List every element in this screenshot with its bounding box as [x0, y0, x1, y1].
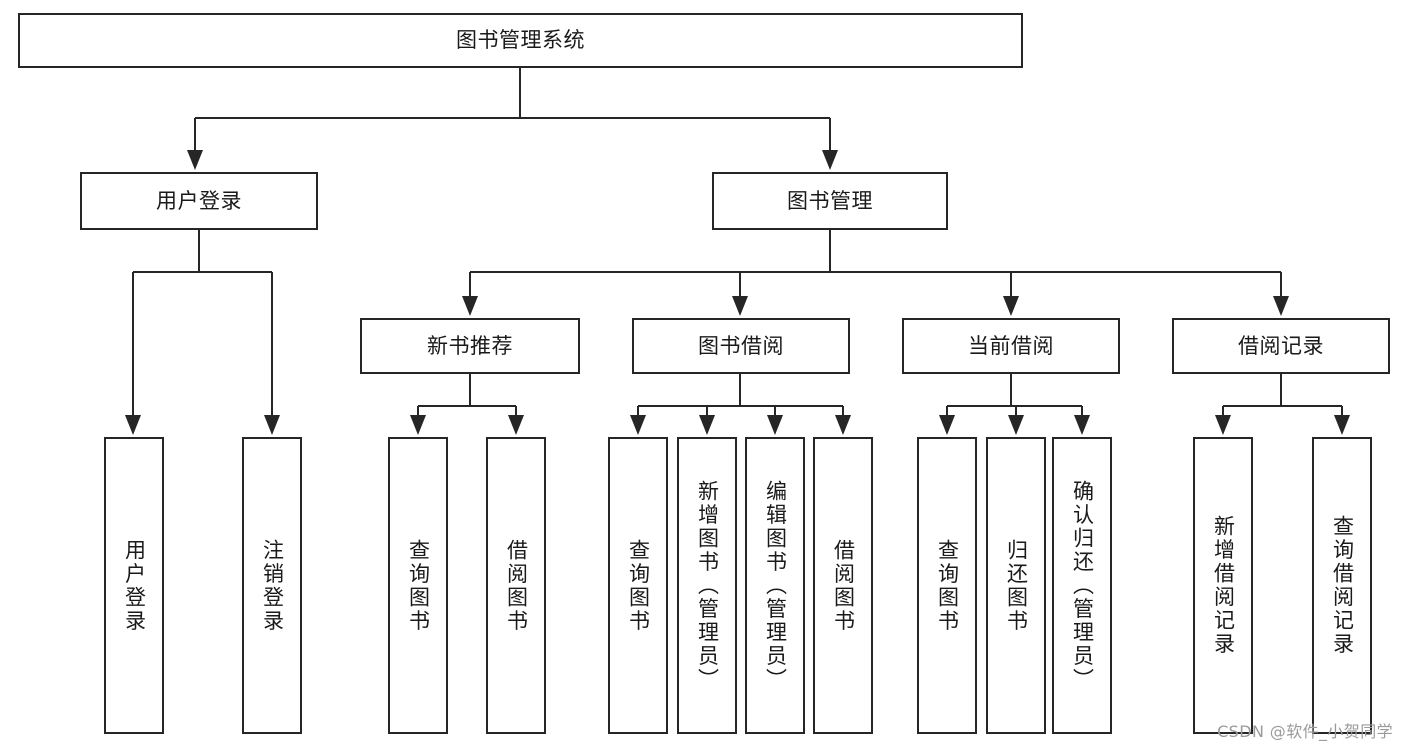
node-label: 图书管理系统	[456, 28, 585, 53]
node-label: 借阅图书	[831, 538, 856, 633]
node-label: 图书借阅	[698, 333, 784, 358]
node-label: 当前借阅	[968, 333, 1054, 358]
node-leaf-query-book-3[interactable]: 查询图书	[917, 437, 977, 734]
node-leaf-query-book-2[interactable]: 查询图书	[608, 437, 668, 734]
node-leaf-query-borrow-record[interactable]: 查询借阅记录	[1312, 437, 1372, 734]
node-leaf-logout-login[interactable]: 注销登录	[242, 437, 302, 734]
node-label: 新增借阅记录	[1211, 515, 1236, 656]
node-label: 新增图书（管理员）	[695, 479, 720, 692]
node-root[interactable]: 图书管理系统	[18, 13, 1023, 68]
node-label: 确认归还（管理员）	[1070, 479, 1095, 692]
node-label: 编辑图书（管理员）	[763, 479, 788, 692]
node-new-book-recommend[interactable]: 新书推荐	[360, 318, 580, 374]
node-leaf-borrow-book-2[interactable]: 借阅图书	[813, 437, 873, 734]
node-leaf-user-login[interactable]: 用户登录	[104, 437, 164, 734]
node-leaf-borrow-book-1[interactable]: 借阅图书	[486, 437, 546, 734]
node-label: 查询图书	[935, 538, 960, 633]
node-book-management[interactable]: 图书管理	[712, 172, 948, 230]
node-leaf-edit-book-admin[interactable]: 编辑图书（管理员）	[745, 437, 805, 734]
node-leaf-query-book-1[interactable]: 查询图书	[388, 437, 448, 734]
node-label: 注销登录	[260, 538, 285, 633]
node-label: 查询借阅记录	[1330, 515, 1355, 656]
node-label: 新书推荐	[427, 333, 513, 358]
node-borrow-record[interactable]: 借阅记录	[1172, 318, 1390, 374]
node-label: 用户登录	[156, 188, 242, 213]
node-label: 借阅图书	[504, 538, 529, 633]
node-leaf-add-borrow-record[interactable]: 新增借阅记录	[1193, 437, 1253, 734]
node-leaf-return-book[interactable]: 归还图书	[986, 437, 1046, 734]
node-leaf-add-book-admin[interactable]: 新增图书（管理员）	[677, 437, 737, 734]
node-label: 借阅记录	[1238, 333, 1324, 358]
node-book-borrow[interactable]: 图书借阅	[632, 318, 850, 374]
node-label: 图书管理	[787, 188, 873, 213]
node-user-login[interactable]: 用户登录	[80, 172, 318, 230]
node-leaf-confirm-return-admin[interactable]: 确认归还（管理员）	[1052, 437, 1112, 734]
node-label: 查询图书	[406, 538, 431, 633]
node-current-borrow[interactable]: 当前借阅	[902, 318, 1120, 374]
node-label: 查询图书	[626, 538, 651, 633]
node-label: 归还图书	[1004, 538, 1029, 633]
node-label: 用户登录	[122, 538, 147, 633]
